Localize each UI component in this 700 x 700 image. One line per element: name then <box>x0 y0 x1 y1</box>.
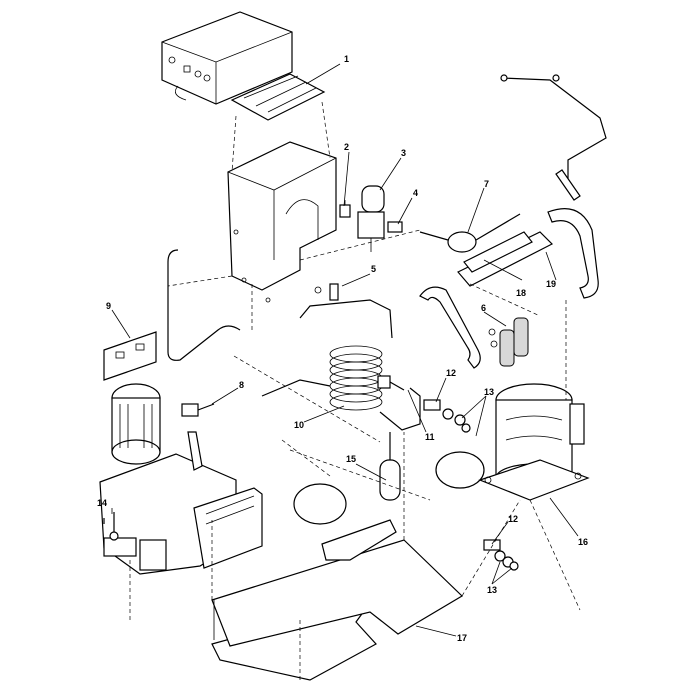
callout-15: 15 <box>346 454 356 464</box>
tube-loop-left <box>167 249 241 361</box>
solenoid-valve-3 <box>357 185 385 252</box>
callout-14: 14 <box>97 498 107 508</box>
sensing-bulb-line <box>500 74 607 201</box>
callout-16: 16 <box>578 537 588 547</box>
fitting-2 <box>339 200 351 218</box>
bolts-14 <box>103 512 119 541</box>
fitting-12-lower <box>483 539 501 551</box>
nuts-13-upper <box>442 408 471 433</box>
fitting-5 <box>314 283 339 301</box>
callout-2: 2 <box>344 142 349 152</box>
leader-lines <box>111 63 579 637</box>
callout-6: 6 <box>481 303 486 313</box>
control-box <box>161 11 293 105</box>
callout-8: 8 <box>239 380 244 390</box>
mount-bracket-center <box>321 519 397 561</box>
pump-housing <box>99 453 263 575</box>
fitting-12-upper <box>423 399 441 411</box>
callout-13-upper: 13 <box>484 387 494 397</box>
callout-12-upper: 12 <box>446 368 456 378</box>
receiver-15 <box>379 432 401 501</box>
callout-4: 4 <box>413 188 418 198</box>
callout-3: 3 <box>401 148 406 158</box>
callout-11: 11 <box>425 432 435 442</box>
nuts-13-lower <box>494 550 519 571</box>
base-plate-17 <box>211 539 463 681</box>
cabinet-frame <box>227 141 337 303</box>
callout-7: 7 <box>484 179 489 189</box>
hose-8 <box>187 431 203 471</box>
callout-10: 10 <box>294 420 304 430</box>
compressor-16 <box>478 383 590 501</box>
callout-5: 5 <box>371 264 376 274</box>
callout-labels: 1 2 3 4 5 6 7 8 9 10 11 12 12 13 13 14 1… <box>97 54 588 643</box>
callout-19: 19 <box>546 279 556 289</box>
bracket-9 <box>103 331 157 381</box>
callout-12-lower: 12 <box>508 514 518 524</box>
clamp-rings <box>293 451 485 525</box>
hose-19 <box>547 208 599 299</box>
grommets-6 <box>488 317 529 367</box>
foam-pad <box>230 73 326 121</box>
callout-13-lower: 13 <box>487 585 497 595</box>
callout-9: 9 <box>106 301 111 311</box>
callout-1: 1 <box>344 54 349 64</box>
alignment-lines <box>129 101 581 680</box>
filter-drier-7 <box>419 213 521 253</box>
callout-18: 18 <box>516 288 526 298</box>
hose-18 <box>457 231 554 287</box>
motor <box>111 383 161 465</box>
condenser-coil-10 <box>261 299 421 431</box>
fitting-8 <box>181 403 215 417</box>
callout-17: 17 <box>457 633 467 643</box>
fitting-4 <box>387 221 403 233</box>
suction-tube <box>419 286 481 369</box>
valve-11 <box>377 375 405 391</box>
